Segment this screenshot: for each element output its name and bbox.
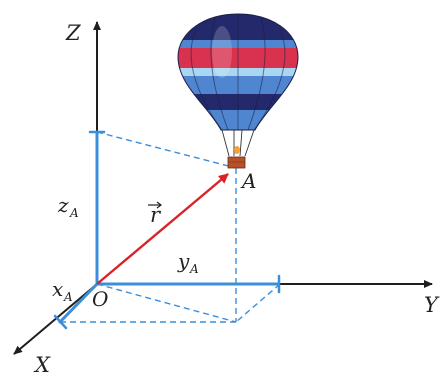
origin-label: O xyxy=(92,287,108,311)
y-component-label: y A xyxy=(177,249,199,276)
vector-r-label-group: r xyxy=(148,201,162,227)
x-component-label-sub: A xyxy=(63,290,73,304)
z-component-label-sub: A xyxy=(69,206,79,220)
dashed-diagonal-line xyxy=(96,283,237,323)
dashed-right-line xyxy=(235,283,281,323)
x-axis-label: X xyxy=(33,353,51,377)
z-axis-label: Z xyxy=(65,21,81,45)
x-axis xyxy=(13,283,98,355)
dashed-projection-lines xyxy=(60,131,281,323)
balloon-basket xyxy=(227,156,246,169)
position-vector xyxy=(96,173,229,285)
y-component-label-sub: A xyxy=(189,262,199,276)
x-component-label: x A xyxy=(52,277,73,304)
x-component-label-base: x xyxy=(52,277,63,301)
z-component-label: z A xyxy=(57,193,79,220)
dashed-top-line xyxy=(96,131,237,169)
vector-r-label: r xyxy=(150,203,162,227)
x-component-tick xyxy=(53,314,68,330)
balloon-envelope xyxy=(178,14,298,130)
point-a-label: A xyxy=(240,169,256,193)
z-component-label-base: z xyxy=(57,193,69,217)
hot-air-balloon xyxy=(177,13,299,169)
component-vectors xyxy=(53,130,281,330)
x-component xyxy=(58,282,99,324)
y-component-label-base: y xyxy=(177,249,190,273)
y-axis-label: Y xyxy=(424,293,440,317)
